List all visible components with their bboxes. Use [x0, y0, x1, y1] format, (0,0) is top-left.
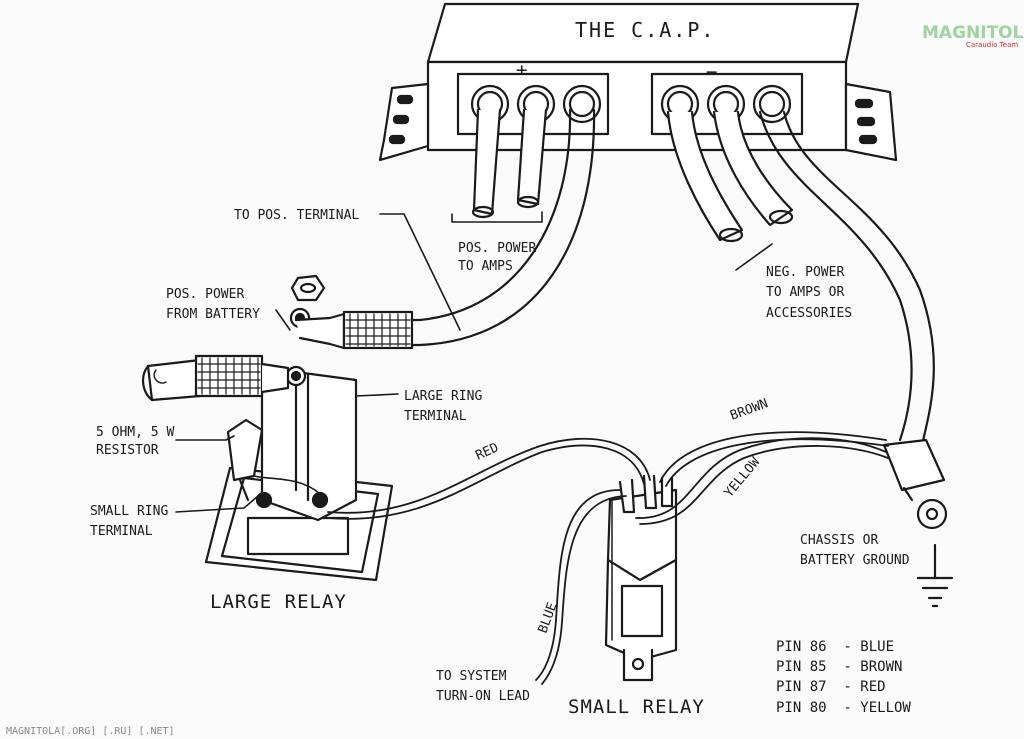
label-neg-power-3: ACCESSORIES [766, 306, 852, 321]
logo-text: MAGNITOLA [922, 23, 1024, 43]
label-neg-power-1: NEG. POWER [766, 265, 844, 280]
small-relay [604, 474, 678, 682]
battery-cable [142, 354, 290, 402]
label-pos-power-battery-1: POS. POWER [166, 287, 244, 302]
label-neg-power-2: TO AMPS OR [766, 285, 844, 300]
ground-symbol [916, 543, 954, 608]
label-to-pos-terminal: TO POS. TERMINAL [234, 208, 359, 223]
wire-label-yellow: YELLOW [722, 455, 764, 501]
label-chassis-1: CHASSIS OR [800, 533, 878, 548]
magnitola-logo: MAGNITOLA Caraudio Team [922, 23, 1024, 49]
plus-sign: + [516, 59, 528, 81]
neg-power-cables [666, 110, 794, 243]
pos-terminal-crimp [342, 310, 414, 350]
cap-title: THE C.A.P. [575, 18, 715, 42]
leader-lines [175, 211, 773, 513]
label-large-ring-1: LARGE RING [404, 389, 482, 404]
label-pos-power-battery-2: FROM BATTERY [166, 307, 260, 322]
label-turn-on-2: TURN-ON LEAD [436, 689, 530, 704]
label-chassis-2: BATTERY GROUND [800, 553, 910, 568]
label-resistor-2: RESISTOR [96, 443, 159, 458]
label-turn-on-1: TO SYSTEM [436, 669, 507, 684]
label-pos-power-amps-2: TO AMPS [458, 259, 513, 274]
footer-watermark: MAGNITOLA[.ORG] [.RU] [.NET] [6, 726, 175, 737]
pin-row-86: PIN 86 - BLUE [776, 639, 894, 655]
pos-terminal-cable [406, 108, 596, 347]
signal-wires [253, 431, 889, 685]
wire-label-red: RED [474, 440, 502, 463]
pos-power-cables [471, 108, 548, 219]
label-large-relay: LARGE RELAY [210, 591, 347, 613]
label-small-relay: SMALL RELAY [568, 696, 705, 718]
label-large-ring-2: TERMINAL [404, 409, 467, 424]
pin-row-85: PIN 85 - BROWN [776, 659, 902, 675]
label-small-ring-2: TERMINAL [90, 524, 153, 539]
label-small-ring-1: SMALL RING [90, 504, 168, 519]
large-relay [204, 274, 394, 582]
pin-row-87: PIN 87 - RED [776, 679, 886, 695]
pin-row-80: PIN 80 - YELLOW [776, 700, 911, 716]
minus-sign: − [706, 61, 718, 83]
wire-label-brown: BROWN [728, 396, 770, 423]
label-pos-power-amps-1: POS. POWER [458, 241, 536, 256]
label-resistor-1: 5 OHM, 5 W [96, 425, 174, 440]
logo-subtext: Caraudio Team [966, 41, 1018, 49]
ground-cable [758, 110, 948, 530]
